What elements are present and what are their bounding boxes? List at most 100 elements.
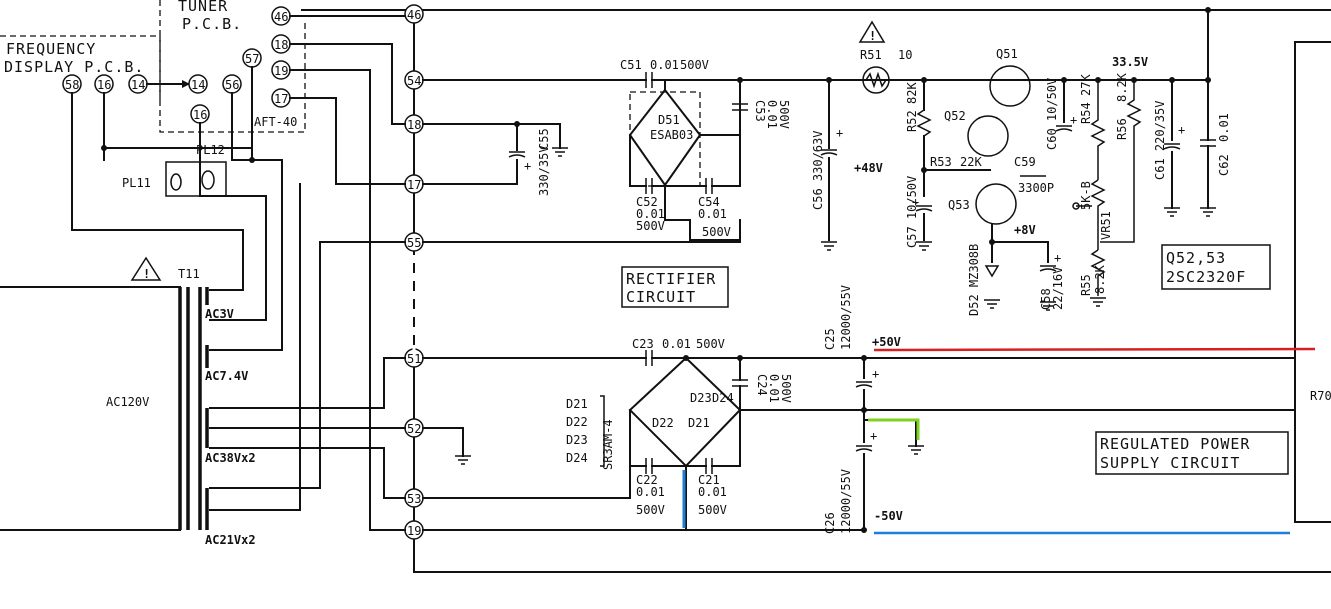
svg-text:ESAB03: ESAB03 <box>650 128 693 142</box>
plugs: PL11 PL12 <box>71 143 283 351</box>
svg-text:0.01: 0.01 <box>767 374 781 403</box>
svg-text:500V: 500V <box>696 337 725 351</box>
svg-text:D24: D24 <box>712 391 734 405</box>
frequency-display-pcb-block: FREQUENCY DISPLAY P.C.B. <box>0 35 161 100</box>
svg-text:R56: R56 <box>1115 118 1129 140</box>
svg-text:17: 17 <box>274 92 288 106</box>
main-connectors: 46 54 18 17 55 51 52 53 19 <box>404 4 424 540</box>
svg-text:C56 330/63V: C56 330/63V <box>811 131 825 210</box>
svg-text:+: + <box>870 429 877 443</box>
svg-text:R54: R54 <box>1079 102 1093 124</box>
svg-text:14: 14 <box>191 78 205 92</box>
svg-text:C52: C52 <box>636 195 658 209</box>
svg-text:10: 10 <box>898 48 912 62</box>
svg-text:18: 18 <box>407 118 421 132</box>
frequency-display-label: FREQUENCY <box>6 40 96 58</box>
svg-text:+: + <box>524 159 531 173</box>
svg-text:PL12: PL12 <box>196 143 225 157</box>
transistor-note-box: Q52,53 2SC2320F <box>1161 244 1271 290</box>
svg-text:+: + <box>872 367 879 381</box>
svg-text:46: 46 <box>274 10 288 24</box>
svg-text:D22: D22 <box>652 416 674 430</box>
svg-text:C54: C54 <box>698 195 720 209</box>
svg-text:+: + <box>1178 123 1185 137</box>
svg-text:R53: R53 <box>930 155 952 169</box>
svg-text:Q52,53: Q52,53 <box>1166 249 1226 267</box>
svg-text:Q51: Q51 <box>996 47 1018 61</box>
svg-text:C53: C53 <box>753 100 767 122</box>
svg-text:500V: 500V <box>702 225 731 239</box>
svg-text:17: 17 <box>407 178 421 192</box>
svg-text:C22: C22 <box>636 473 658 487</box>
svg-text:D21: D21 <box>688 416 710 430</box>
svg-text:SUPPLY CIRCUIT: SUPPLY CIRCUIT <box>1100 454 1240 472</box>
svg-text:R51: R51 <box>860 48 882 62</box>
svg-text:+: + <box>1070 113 1077 127</box>
svg-text:12000/55V: 12000/55V <box>839 469 853 534</box>
svg-text:D24: D24 <box>566 451 588 465</box>
svg-text:C25: C25 <box>823 328 837 350</box>
svg-text:C62: C62 <box>1217 154 1231 176</box>
svg-text:57: 57 <box>245 52 259 66</box>
svg-text:C21: C21 <box>698 473 720 487</box>
svg-text:82K: 82K <box>905 82 919 104</box>
ac3-label: AC3V <box>205 307 234 321</box>
svg-text:0.01: 0.01 <box>662 337 691 351</box>
svg-text:0.01: 0.01 <box>636 207 665 221</box>
svg-text:8.2K: 8.2K <box>1115 72 1129 102</box>
svg-text:C24: C24 <box>755 374 769 396</box>
svg-text:18: 18 <box>274 38 288 52</box>
svg-text:19: 19 <box>274 64 288 78</box>
transformer-t11: T11 ! AC120V AC3V AC7.4V AC38Vx2 AC21Vx2 <box>0 183 406 547</box>
svg-text:+: + <box>836 126 843 140</box>
svg-text:5K-B: 5K-B <box>1079 181 1093 210</box>
svg-text:33.5V: 33.5V <box>1112 55 1148 69</box>
svg-text:55: 55 <box>407 236 421 250</box>
svg-text:16: 16 <box>193 108 207 122</box>
svg-text:3300P: 3300P <box>1018 181 1054 195</box>
svg-text:P.C.B.: P.C.B. <box>182 15 242 33</box>
tuner-pcb-label: TUNER <box>178 0 228 15</box>
svg-text:DISPLAY P.C.B.: DISPLAY P.C.B. <box>4 58 144 76</box>
ac21-label: AC21Vx2 <box>205 533 256 547</box>
svg-text:22K: 22K <box>960 155 982 169</box>
aft-label: AFT-40 <box>254 115 297 129</box>
svg-text:D23: D23 <box>566 433 588 447</box>
svg-text:19: 19 <box>407 524 421 538</box>
svg-text:+50V: +50V <box>872 335 901 349</box>
svg-text:C58: C58 <box>1039 288 1053 310</box>
svg-text:27K: 27K <box>1079 74 1093 96</box>
svg-text:D51: D51 <box>658 113 680 127</box>
svg-text:Q52: Q52 <box>944 109 966 123</box>
svg-text:C26: C26 <box>823 512 837 534</box>
svg-text:VR51: VR51 <box>1099 211 1113 240</box>
svg-text:54: 54 <box>407 74 421 88</box>
svg-text:CIRCUIT: CIRCUIT <box>626 288 696 306</box>
svg-text:!: ! <box>869 29 876 43</box>
svg-text:53: 53 <box>407 492 421 506</box>
svg-text:500V: 500V <box>777 100 791 129</box>
svg-text:52: 52 <box>407 422 421 436</box>
svg-text:14: 14 <box>131 78 145 92</box>
svg-text:C51: C51 <box>620 58 642 72</box>
svg-text:D22: D22 <box>566 415 588 429</box>
svg-text:500V: 500V <box>636 503 665 517</box>
svg-text:C61 220/35V: C61 220/35V <box>1153 101 1167 180</box>
ac74-label: AC7.4V <box>205 369 248 383</box>
regulated-label-box: REGULATED POWER SUPPLY CIRCUIT <box>1095 431 1289 475</box>
svg-text:RECTIFIER: RECTIFIER <box>626 270 716 288</box>
svg-text:22/16V: 22/16V <box>1051 267 1065 310</box>
tuner-pcb-block: TUNER P.C.B. <box>159 0 306 133</box>
svg-text:+48V: +48V <box>854 161 883 175</box>
svg-text:58: 58 <box>65 78 79 92</box>
rectifier-label-box: RECTIFIER CIRCUIT <box>621 266 729 308</box>
svg-text:C23: C23 <box>632 337 654 351</box>
svg-text:R55: R55 <box>1079 274 1093 296</box>
svg-text:PL11: PL11 <box>122 176 151 190</box>
svg-text:REGULATED POWER: REGULATED POWER <box>1100 435 1250 453</box>
svg-text:D23: D23 <box>690 391 712 405</box>
svg-text:D21: D21 <box>566 397 588 411</box>
svg-text:SR3AM-4: SR3AM-4 <box>601 419 615 470</box>
